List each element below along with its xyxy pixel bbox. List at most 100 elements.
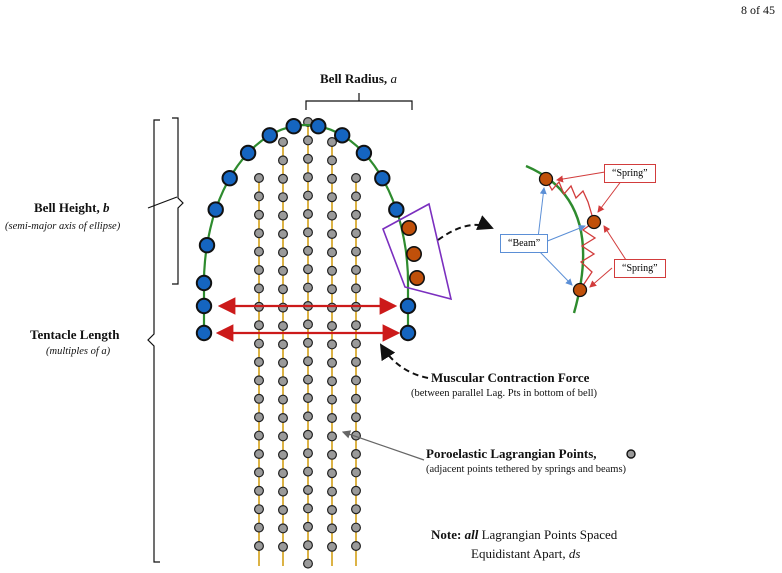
bell-lagrangian-point	[374, 170, 391, 187]
muscular-force-sub: (between parallel Lag. Pts in bottom of …	[411, 388, 598, 399]
poro-lagrangian-point	[327, 376, 338, 387]
highlight-frame	[382, 202, 453, 301]
poro-lagrangian-point	[351, 357, 362, 368]
poro-lagrangian-point	[278, 468, 289, 479]
poro-lagrangian-point	[303, 227, 314, 238]
bell-lagrangian-point	[195, 297, 213, 315]
bell-lagrangian-point	[221, 170, 238, 187]
beam-arrow-3	[537, 249, 573, 286]
poro-lagrangian-point	[278, 210, 289, 221]
poro-lagrangian-point	[303, 540, 314, 551]
poro-lagrangian-point	[278, 247, 289, 258]
poro-lagrangian-point	[327, 541, 338, 552]
poro-lagrangian-point	[327, 357, 338, 368]
tentacle-length-brace	[147, 119, 160, 563]
bell-lagrangian-point	[239, 144, 257, 162]
poro-lagrangian-point	[254, 173, 265, 184]
bell-lagrangian-point	[334, 127, 351, 144]
poro-lagrangian-point	[278, 431, 289, 442]
bell-radius-label: Bell Radius, a	[320, 71, 397, 87]
poro-lagrangian-point	[278, 284, 289, 295]
force-pointer-arrow	[379, 343, 429, 379]
beam-arrow-2	[544, 224, 586, 243]
bell-lagrangian-point	[261, 127, 278, 144]
poroelastic-sub: (adjacent points tethered by springs and…	[426, 464, 627, 475]
poro-lagrangian-point	[303, 466, 314, 477]
poro-lagrangian-point	[351, 467, 362, 478]
bell-lagrangian-point	[195, 274, 213, 292]
poro-lagrangian-point	[278, 376, 289, 387]
inset-node-bottom	[572, 282, 588, 298]
note-prefix: Note:	[431, 527, 462, 542]
poro-lagrangian-point	[303, 153, 314, 164]
poro-lagrangian-point	[327, 339, 338, 350]
poro-lagrangian-point	[254, 412, 265, 423]
bell-lagrangian-points	[195, 118, 417, 342]
bell-lagrangian-point	[399, 297, 417, 315]
note-line2-text: Equidistant Apart,	[471, 546, 566, 561]
inset-node-middle	[586, 214, 602, 230]
poro-lagrangian-point	[254, 209, 265, 220]
poro-lagrangian-point	[327, 229, 338, 240]
highlight-lagrangian-point	[405, 246, 422, 263]
poro-lagrangian-point	[327, 431, 338, 442]
poro-lagrangian-point	[327, 192, 338, 203]
muscular-force-label: Muscular Contraction Force	[431, 370, 590, 385]
poro-lagrangian-point	[254, 430, 265, 441]
poro-lagrangian-point	[278, 302, 289, 313]
highlight-points	[400, 220, 425, 286]
bell-radius-text: Bell Radius,	[320, 71, 388, 86]
page-number-text: 8 of 45	[741, 3, 775, 17]
inset-detail	[525, 164, 627, 314]
note-line-2: Equidistant Apart, ds	[471, 546, 580, 562]
poro-lagrangian-point	[254, 320, 265, 331]
poro-lagrangian-point	[254, 283, 265, 294]
poro-lagrangian-point	[278, 449, 289, 460]
spring-tag-bottom: “Spring”	[614, 259, 666, 278]
poro-lagrangian-point	[351, 191, 362, 202]
poro-lagrangian-point	[351, 485, 362, 496]
bell-lagrangian-point	[285, 118, 302, 135]
bell-lagrangian-point	[399, 324, 417, 342]
note-line-1: Note: all Lagrangian Points Spaced	[431, 527, 617, 543]
bell-height-brace	[172, 117, 184, 285]
poro-lagrangian-point	[303, 521, 314, 532]
bell-height-pointer	[147, 196, 178, 209]
poro-lagrangian-point	[351, 173, 362, 184]
poro-lagrangian-point	[303, 558, 314, 569]
bell-height-text: Bell Height,	[34, 200, 100, 215]
tentacle-length-sub: (multiples of a)	[46, 346, 111, 357]
beam-tag: “Beam”	[500, 234, 549, 253]
poro-lagrangian-point	[254, 246, 265, 257]
highlight-lagrangian-point	[408, 269, 425, 286]
poro-lagrangian-point	[254, 228, 265, 239]
poro-lagrangian-point	[327, 486, 338, 497]
poro-lagrangian-point	[254, 338, 265, 349]
poro-lagrangian-point	[254, 375, 265, 386]
poro-lagrangian-point	[351, 228, 362, 239]
poro-lagrangian-point	[254, 191, 265, 202]
note-symbol: ds	[568, 546, 581, 561]
poro-lagrangian-point	[254, 504, 265, 515]
bell-radius-symbol: a	[390, 71, 397, 86]
bell-lagrangian-point	[207, 201, 224, 218]
tentacle-columns	[254, 116, 362, 569]
poro-lagrangian-point	[254, 467, 265, 478]
poro-lagrangian-point	[303, 190, 314, 201]
poro-lagrangian-point	[351, 449, 362, 460]
poro-lagrangian-point	[303, 503, 314, 514]
poro-lagrangian-point	[303, 172, 314, 183]
poro-lagrangian-point	[278, 229, 289, 240]
poro-lagrangian-point	[327, 449, 338, 460]
poro-point-glyph	[626, 449, 636, 459]
poro-lagrangian-point	[278, 155, 289, 166]
tentacle-length-label: Tentacle Length	[30, 327, 120, 342]
poro-lagrangian-point	[327, 247, 338, 258]
poro-lagrangian-point	[278, 173, 289, 184]
poro-lagrangian-point	[278, 192, 289, 203]
poro-lagrangian-point	[351, 338, 362, 349]
bell-lagrangian-point	[195, 324, 213, 342]
poro-pointer-arrow	[341, 430, 425, 461]
poro-lagrangian-point	[351, 320, 362, 331]
poro-lagrangian-point	[278, 321, 289, 332]
